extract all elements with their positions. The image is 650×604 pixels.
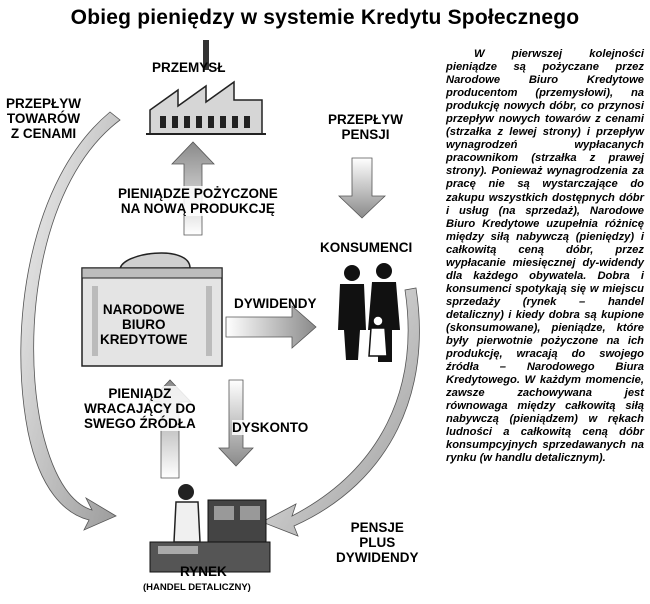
description-text: W pierwszej kolejności pieniądze są poży…: [446, 48, 644, 465]
wages-flow-arrow: [338, 157, 386, 219]
goods-flow-arrow: [20, 111, 121, 531]
diagram-graphics: [20, 40, 420, 573]
wages-dividends-arrow: [261, 287, 420, 537]
market-label: RYNEK: [180, 564, 227, 579]
consumers-illustration: [338, 263, 400, 362]
bureau-label: NARODOWE BIURO KREDYTOWE: [100, 302, 188, 347]
wages-dividends-label: PENSJE PLUS DYWIDENDY: [336, 520, 419, 565]
wages-flow-label: PRZEPŁYW PENSJI: [328, 112, 404, 142]
consumers-label: KONSUMENCI: [320, 240, 413, 255]
factory-illustration: [146, 40, 266, 135]
discount-label: DYSKONTO: [232, 420, 309, 435]
loaned-money-label: PIENIĄDZE POŻYCZONE NA NOWĄ PRODUKCJĘ: [118, 186, 278, 216]
money-returning-label: PIENIĄDZ WRACAJĄCY DO SWEGO ŹRÓDŁA: [84, 386, 196, 431]
dividends-arrow: [225, 305, 317, 349]
credit-flow-diagram: PRZEMYSŁ PRZEPŁYW TOWARÓW Z CENAMI PRZEP…: [0, 30, 440, 599]
dividends-label: DYWIDENDY: [234, 296, 317, 311]
industry-label: PRZEMYSŁ: [152, 60, 226, 75]
bureau-building: [81, 252, 223, 367]
market-illustration: [149, 484, 271, 573]
page-title: Obieg pieniędzy w systemie Kredytu Społe…: [70, 6, 580, 29]
market-sub-label: (HANDEL DETALICZNY): [143, 582, 251, 593]
goods-flow-label: PRZEPŁYW TOWARÓW Z CENAMI: [6, 96, 82, 141]
